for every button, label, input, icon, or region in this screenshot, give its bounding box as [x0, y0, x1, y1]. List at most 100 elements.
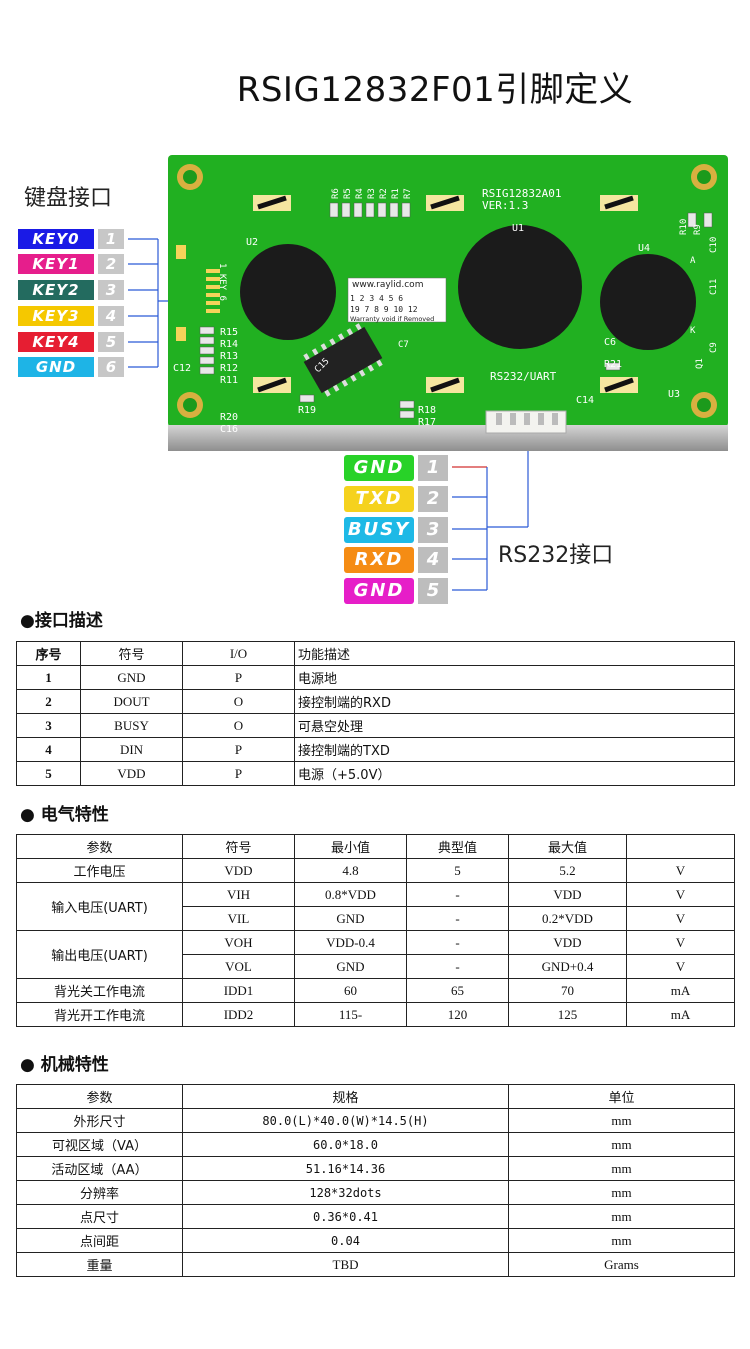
- rs232-label: RS232接口: [498, 543, 614, 568]
- label-k: K: [690, 326, 696, 336]
- pin-number: 2: [98, 254, 124, 274]
- table-cell: P: [182, 737, 295, 762]
- table-cell: 65: [406, 978, 509, 1003]
- table-cell: 重量: [16, 1252, 183, 1277]
- table-cell: V: [626, 882, 735, 907]
- rs232-pin-number: 2: [418, 486, 448, 512]
- label-r4: R4: [355, 188, 365, 199]
- table-header-row: 参数 规格 单位: [16, 1084, 735, 1109]
- table-cell: 背光开工作电流: [16, 1002, 183, 1027]
- table-cell: VOL: [182, 954, 295, 979]
- label-r17: R17: [418, 417, 436, 428]
- table-cell: IDD2: [182, 1002, 295, 1027]
- table-cell: 0.8*VDD: [294, 882, 407, 907]
- table-cell: 51.16*14.36: [182, 1156, 509, 1181]
- table-header-row: 序号 符号 I/O 功能描述: [16, 641, 735, 666]
- table-cell: DOUT: [80, 689, 183, 714]
- table-cell: 典型值: [406, 834, 509, 859]
- label-r10: R10: [679, 219, 689, 235]
- label-r5: R5: [343, 188, 353, 199]
- key-badge: KEY0: [18, 229, 94, 249]
- table-cell: mm: [508, 1132, 735, 1157]
- table-row: 4 DIN P 接控制端的TXD: [16, 737, 735, 762]
- mechanical-table: 参数 规格 单位 外形尺寸 80.0(L)*40.0(W)*14.5(H) mm…: [16, 1084, 735, 1277]
- keypad-pin-list: KEY0 1 KEY1 2 KEY2 3 KEY3 4 KEY4 5 GND 6: [18, 229, 128, 379]
- table-row: 背光关工作电流 IDD1 60 65 70 mA: [16, 978, 735, 1003]
- label-r15: R15: [220, 327, 238, 338]
- table-header-row: 参数 符号 最小值 典型值 最大值: [16, 834, 735, 859]
- table-cell: 最大值: [508, 834, 627, 859]
- label-r19: R19: [298, 405, 316, 416]
- table-cell: V: [626, 930, 735, 955]
- table-cell: mm: [508, 1180, 735, 1205]
- table-cell: -: [406, 930, 509, 955]
- table-cell: 工作电压: [16, 858, 183, 883]
- label-r20: R20: [220, 412, 238, 423]
- table-row: VOL GND - GND+0.4 V: [17, 954, 735, 979]
- table-cell: 80.0(L)*40.0(W)*14.5(H): [182, 1108, 509, 1133]
- label-c10: C10: [709, 237, 719, 253]
- table-cell: mm: [508, 1108, 735, 1133]
- table-cell: 符号: [80, 641, 183, 666]
- label-r7: R7: [403, 188, 413, 199]
- pin-number: 3: [98, 280, 124, 300]
- table-cell: I/O: [182, 641, 295, 666]
- table-cell: 规格: [182, 1084, 509, 1109]
- chip-u2: [240, 244, 336, 340]
- table-cell: 5.2: [508, 858, 627, 883]
- table-cell: VDD: [508, 882, 627, 907]
- table-row: 点间距 0.04 mm: [16, 1228, 735, 1253]
- table-cell: mm: [508, 1156, 735, 1181]
- table-cell: O: [182, 689, 295, 714]
- table-cell: 128*32dots: [182, 1180, 509, 1205]
- table-cell: 5: [16, 761, 81, 786]
- label-r21: R21: [604, 359, 622, 370]
- table-cell: 最小值: [294, 834, 407, 859]
- table-cell: 0.04: [182, 1228, 509, 1253]
- label-c11: C11: [709, 279, 719, 295]
- table-cell: 1: [16, 665, 81, 690]
- pcb-warranty: Warranty void if Removed: [350, 315, 434, 323]
- label-q1: Q1: [695, 358, 705, 369]
- table-cell: VDD: [182, 858, 295, 883]
- pcb-model: RSIG12832A01: [482, 187, 561, 200]
- table-cell: 点尺寸: [16, 1204, 183, 1229]
- label-c12: C12: [173, 363, 191, 374]
- label-r9: R9: [693, 224, 703, 235]
- label-r1: R1: [391, 188, 401, 199]
- table-row: 1 GND P 电源地: [16, 665, 735, 690]
- table-cell: 70: [508, 978, 627, 1003]
- pcb-uart: RS232/UART: [490, 370, 557, 383]
- rs232-badge: GND: [344, 455, 414, 481]
- label-r18: R18: [418, 405, 436, 416]
- table-cell: 参数: [16, 1084, 183, 1109]
- table-cell: 4: [16, 737, 81, 762]
- chip-u1: [458, 225, 582, 349]
- table-row: 重量 TBD Grams: [16, 1252, 735, 1277]
- table-cell: mA: [626, 1002, 735, 1027]
- table-cell: 125: [508, 1002, 627, 1027]
- table-row: 可视区域（VA） 60.0*18.0 mm: [16, 1132, 735, 1157]
- pcb-version: VER:1.3: [482, 199, 528, 212]
- table-cell: 60.0*18.0: [182, 1132, 509, 1157]
- keypad-label: 键盘接口: [24, 186, 113, 211]
- table-cell: mm: [508, 1204, 735, 1229]
- table-cell: 分辨率: [16, 1180, 183, 1205]
- key-badge: KEY2: [18, 280, 94, 300]
- label-u2: U2: [246, 237, 258, 248]
- table-cell: VIH: [182, 882, 295, 907]
- table-cell: GND+0.4: [508, 954, 627, 979]
- table-cell: 功能描述: [294, 641, 735, 666]
- table-cell: O: [182, 713, 295, 738]
- table-row: 2 DOUT O 接控制端的RXD: [16, 689, 735, 714]
- label-c14: C14: [576, 395, 594, 406]
- table-cell: VDD-0.4: [294, 930, 407, 955]
- table-cell: TBD: [182, 1252, 509, 1277]
- table-cell: V: [626, 858, 735, 883]
- table-cell: 5: [406, 858, 509, 883]
- label-c9: C9: [709, 342, 719, 353]
- table-cell: 0.2*VDD: [508, 906, 627, 931]
- table-cell: -: [406, 954, 509, 979]
- label-r3: R3: [367, 188, 377, 199]
- pcb-grid-top: 1 2 3 4 5 6: [350, 294, 403, 303]
